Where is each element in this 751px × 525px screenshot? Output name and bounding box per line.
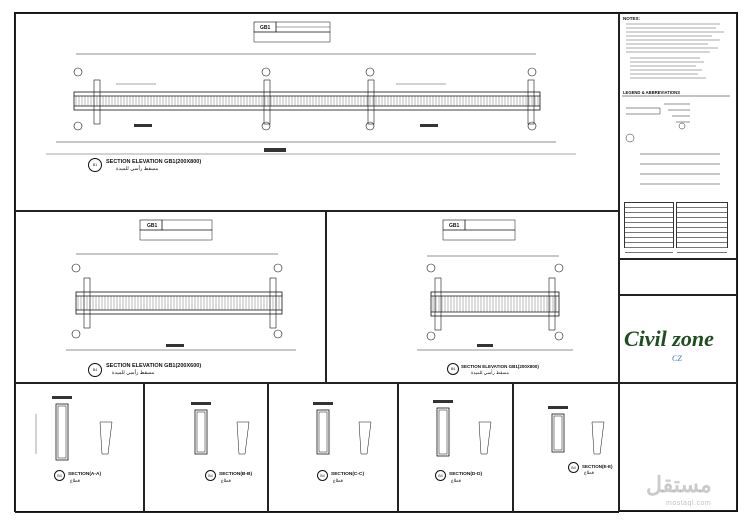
section-panel-2: B4 SECTION(B-B) قطاع — [144, 383, 268, 513]
section-b-label-ar: قطاع — [221, 478, 231, 483]
section-d-label: SECTION(D-D) — [449, 472, 483, 477]
title-block-panel: Civil zone CZ — [619, 295, 737, 383]
section-d-badge: B4 — [435, 470, 446, 481]
section-c-label-ar: قطاع — [333, 478, 343, 483]
legend-table-right — [676, 202, 728, 253]
section-b-drawing — [191, 402, 250, 455]
top-section-title: SECTION ELEVATION GB1(200X800) — [106, 159, 202, 165]
mid-right-badge: B4 — [447, 363, 459, 375]
section-b-badge: B4 — [205, 470, 216, 481]
section-c-label: SECTION(C-C) — [331, 472, 365, 477]
mid-right-title: SECTION ELEVATION GB1(200X800) — [461, 364, 539, 369]
drawing-sheet: GB1 — [14, 12, 738, 513]
top-section-badge: B1 — [88, 158, 102, 172]
top-section-tag: GB1 — [260, 25, 271, 31]
section-panel-5: B4 SECTION(E-E) قطاع — [513, 383, 619, 513]
section-e-drawing — [548, 406, 605, 455]
section-e-label-ar: قطاع — [584, 470, 594, 475]
section-panel-3: B4 SECTION(C-C) قطاع — [268, 383, 398, 513]
mid-left-drawing — [66, 219, 296, 351]
mid-right-drawing — [417, 219, 573, 351]
section-a-badge: B4 — [54, 470, 65, 481]
top-elevation-panel: GB1 — [15, 13, 619, 211]
section-a-label: SECTION(A-A) — [68, 472, 102, 477]
mid-left-title: SECTION ELEVATION GB1(200X600) — [106, 363, 202, 369]
mid-right-elevation-panel: GB1 B4 SECTION ELEVATION GB1(200X800) مس… — [326, 211, 619, 383]
notes-heading: NOTES: — [623, 16, 641, 21]
notes-lines — [622, 23, 730, 185]
watermark-sub: mostaql.com — [666, 500, 712, 507]
mid-right-title-ar: مسقط رأسي للميدة — [471, 370, 509, 375]
legend-table-left — [624, 202, 674, 253]
mid-left-title-ar: مسقط رأسي للميدة — [112, 370, 155, 376]
section-d-drawing — [433, 400, 492, 457]
section-c-drawing — [313, 402, 372, 455]
section-a-drawing — [35, 396, 113, 461]
section-e-badge: B4 — [568, 462, 579, 473]
mid-left-tag: GB1 — [147, 223, 158, 229]
brand-logo: Civil zone — [624, 326, 714, 351]
section-a-label-ar: قطاع — [70, 478, 80, 483]
revision-panel — [619, 259, 737, 295]
legend-heading: LEGEND & ABBREVIATIONS — [623, 90, 680, 95]
section-d-label-ar: قطاع — [451, 478, 461, 483]
top-section-title-ar: مسقط رأسي للميدة — [116, 166, 159, 172]
section-c-badge: B4 — [317, 470, 328, 481]
section-panel-4: B4 SECTION(D-D) قطاع — [398, 383, 513, 513]
mid-right-tag: GB1 — [449, 223, 460, 229]
mid-left-badge: B4 — [88, 363, 102, 377]
top-elevation-drawing — [46, 21, 576, 155]
section-panel-1: B4 SECTION(A-A) قطاع — [15, 383, 144, 513]
info-panel: مستقل mostaql.com — [619, 383, 737, 511]
mid-left-elevation-panel: GB1 B4 SECTION ELEVATION GB1(200X600) مس… — [15, 211, 326, 383]
section-b-label: SECTION(B-B) — [219, 472, 253, 477]
signature: CZ — [672, 354, 682, 363]
section-e-label: SECTION(E-E) — [582, 464, 613, 469]
notes-panel: NOTES: — [619, 13, 737, 259]
watermark: مستقل — [646, 472, 712, 497]
